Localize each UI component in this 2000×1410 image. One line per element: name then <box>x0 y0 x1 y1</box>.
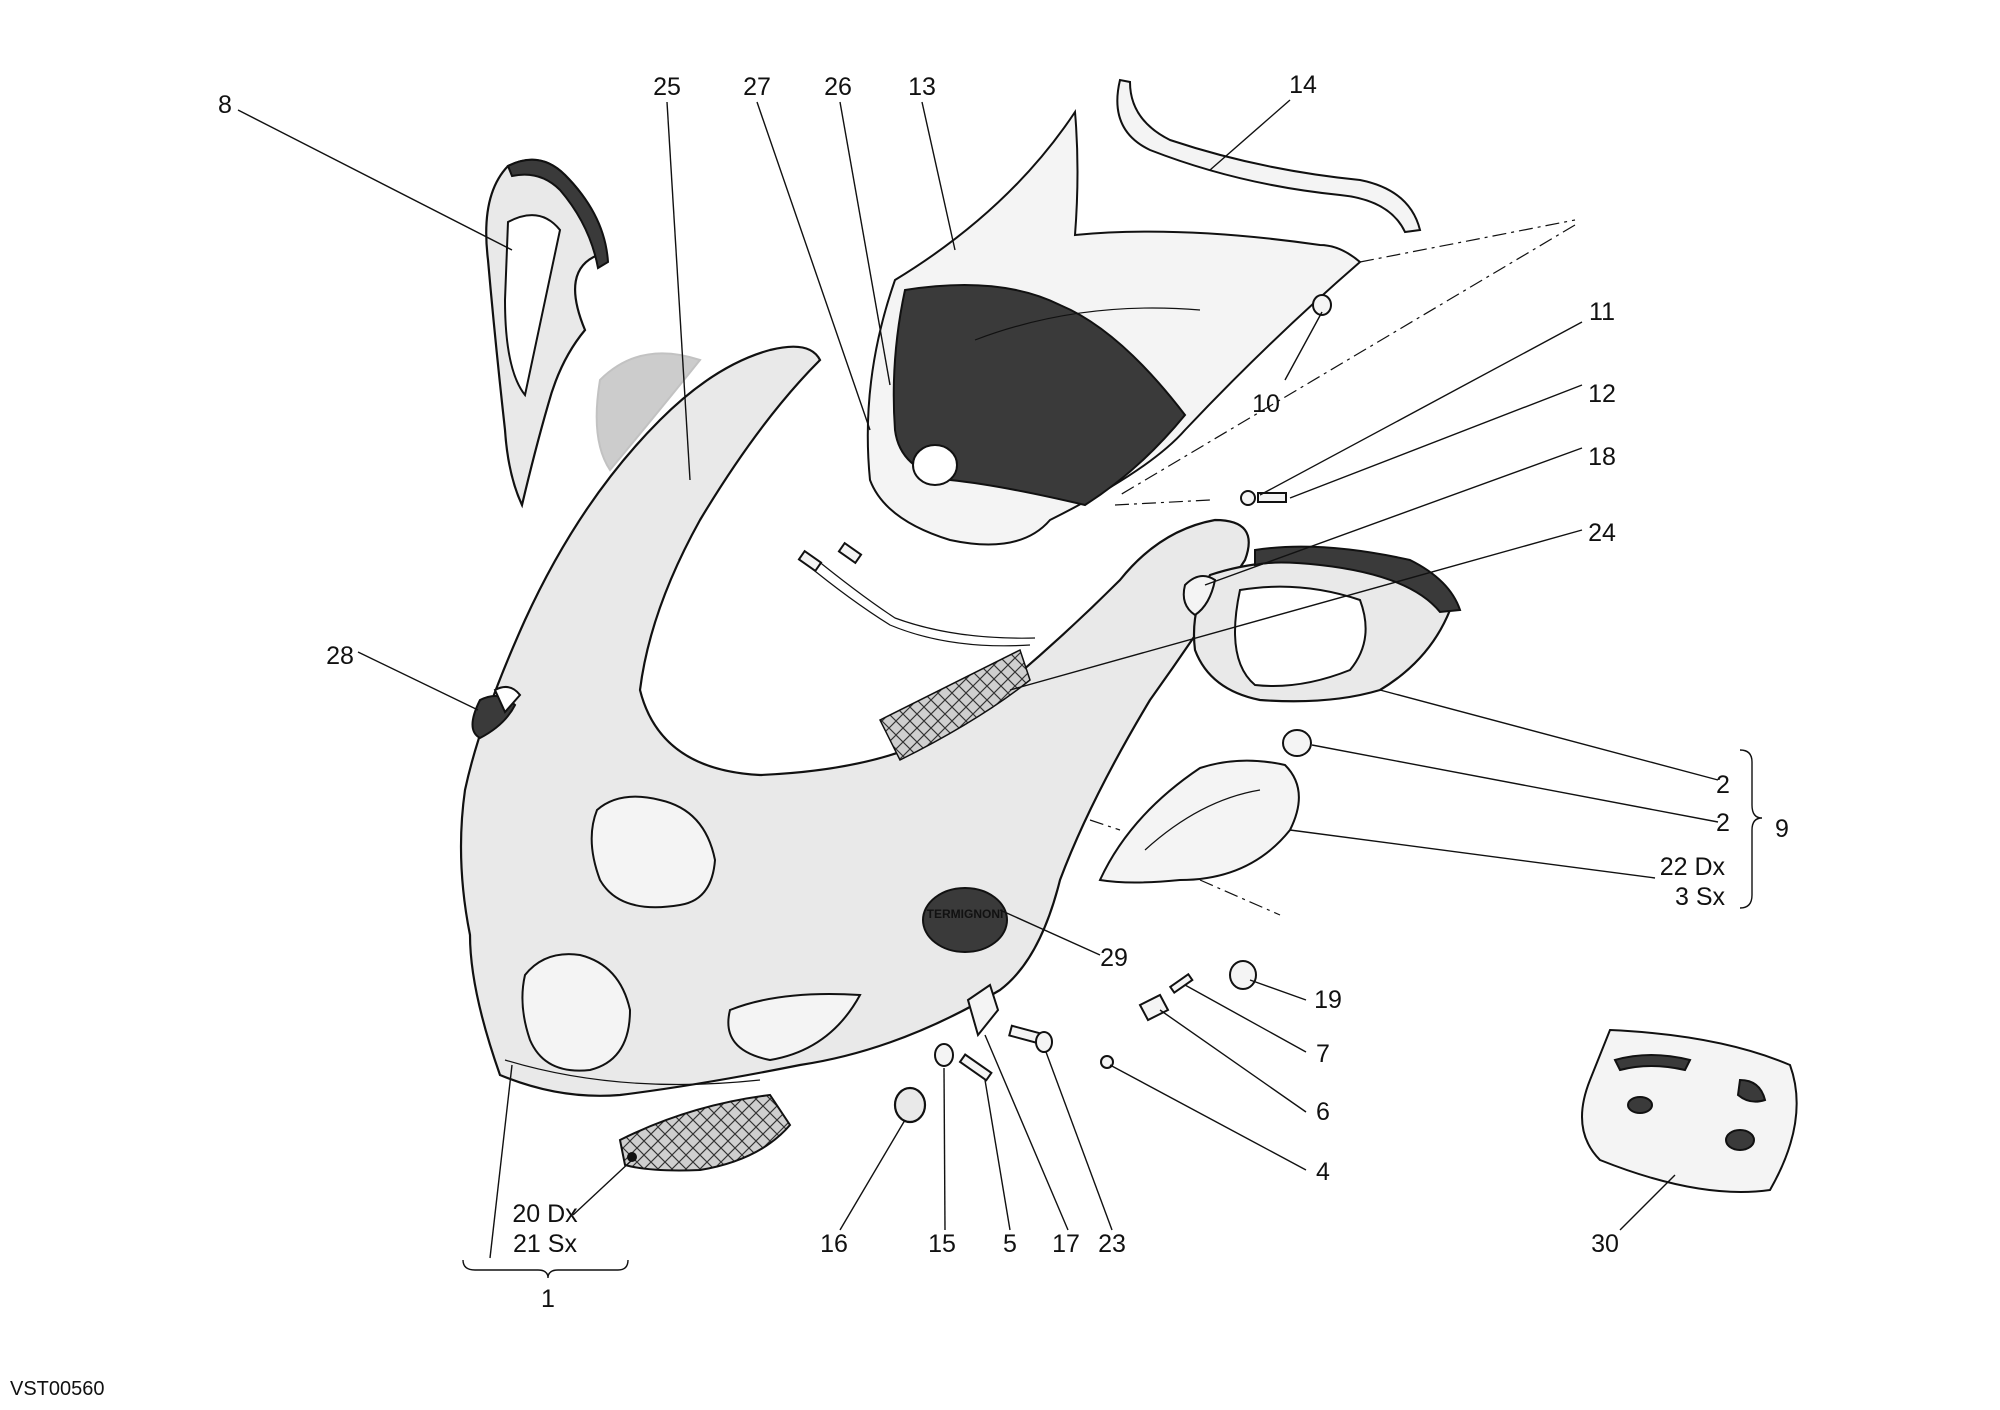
part-lens-22-3 <box>1098 759 1300 884</box>
callout-28: 28 <box>326 642 354 670</box>
callout-26: 26 <box>824 73 852 101</box>
callout-22: 22 Dx <box>1660 853 1726 881</box>
callout-12: 12 <box>1588 380 1616 408</box>
callout-27: 27 <box>743 73 771 101</box>
decal-logo-text: TERMIGNONI <box>927 907 1004 921</box>
callout-10: 10 <box>1252 390 1280 418</box>
callout-3: 3 Sx <box>1675 883 1726 911</box>
callout-11: 11 <box>1589 298 1615 326</box>
callout-23: 23 <box>1098 1230 1126 1258</box>
callout-18: 18 <box>1588 443 1616 471</box>
part-fairing-1 <box>459 345 1250 1097</box>
part-trim-14 <box>1116 78 1422 234</box>
callout-8: 8 <box>218 91 232 119</box>
part-screw-23 <box>1008 1024 1053 1053</box>
part-grommet-19 <box>1229 960 1257 990</box>
part-spacer-16 <box>893 1086 927 1124</box>
part-cover-8 <box>485 158 610 509</box>
callout-14: 14 <box>1289 71 1317 99</box>
part-decal-29: TERMIGNONI <box>922 887 1008 953</box>
callout-20: 20 Dx <box>512 1200 578 1228</box>
callout-7: 7 <box>1316 1040 1330 1068</box>
part-grommet-10 <box>1312 294 1332 316</box>
callout-6: 6 <box>1316 1098 1330 1126</box>
assembly-axes <box>1089 219 1576 916</box>
part-vent-20-21 <box>618 1093 792 1172</box>
part-headlamp-assembly <box>1182 545 1462 703</box>
part-washer-15 <box>934 1043 954 1067</box>
diagram-code: VST00560 <box>10 1378 105 1400</box>
callout-1: 1 <box>541 1285 555 1313</box>
callout-30: 30 <box>1591 1230 1619 1258</box>
callout-13: 13 <box>908 73 936 101</box>
callout-25: 25 <box>653 73 681 101</box>
part-bracket-17 <box>966 983 1000 1038</box>
callout-19: 19 <box>1314 986 1342 1014</box>
callout-2-upper: 2 <box>1716 771 1730 799</box>
leader-lines <box>237 99 1763 1279</box>
part-windscreen-13 <box>866 109 1362 546</box>
callout-labels: 8 25 27 26 13 14 11 10 12 18 24 28 2 2 9… <box>218 71 1789 1313</box>
part-screw-12 <box>1240 490 1287 506</box>
callout-16: 16 <box>820 1230 848 1258</box>
part-screw-7 <box>1168 972 1194 994</box>
part-bracket-28 <box>471 685 522 740</box>
callout-24: 24 <box>1588 519 1616 547</box>
part-decal-sheet-30 <box>1581 1028 1798 1193</box>
part-bulb <box>1282 729 1312 757</box>
callout-2-lower: 2 <box>1716 809 1730 837</box>
callout-17: 17 <box>1052 1230 1080 1258</box>
callout-15: 15 <box>928 1230 956 1258</box>
callout-21: 21 Sx <box>513 1230 577 1258</box>
part-screw-5 <box>958 1053 993 1082</box>
callout-4: 4 <box>1316 1158 1330 1186</box>
callout-5: 5 <box>1003 1230 1017 1258</box>
callout-9: 9 <box>1775 815 1789 843</box>
callout-29: 29 <box>1100 944 1128 972</box>
part-clip-6 <box>1138 993 1170 1022</box>
part-wiring <box>797 541 1036 647</box>
